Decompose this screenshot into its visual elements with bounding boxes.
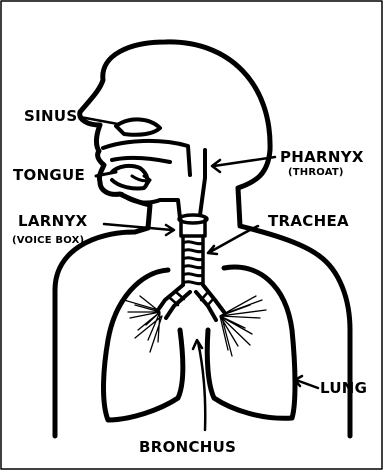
tongue-shape [112,166,147,189]
trachea-pointer [208,226,258,254]
sinus-shape [116,119,160,134]
lung-pointer [295,376,318,388]
throat-label: (THROAT) [288,168,344,178]
larnyx-label: LARNYX [18,214,88,229]
tongue-label: TONGUE [13,168,85,183]
trachea-rings [183,242,203,284]
mouth-arrow [132,176,150,186]
bronchus-label: BRONCHUS [139,440,236,455]
bronchioles-right [220,296,266,356]
lung-label: LUNG [320,381,367,396]
bronchus-pointer [193,340,205,430]
pharynx-back [200,150,205,215]
mouth-cavity [112,158,170,162]
trachea-label: TRACHEA [268,214,349,229]
bronchus-rings [170,292,214,306]
pharynx-label: PHARNYX [280,150,364,165]
larynx-ring [179,215,207,223]
lung-right [207,267,295,418]
bronchioles-left [124,296,162,352]
sinus-label: SINUS [24,109,77,124]
voice-box-label: (VOICE BOX) [12,236,84,246]
